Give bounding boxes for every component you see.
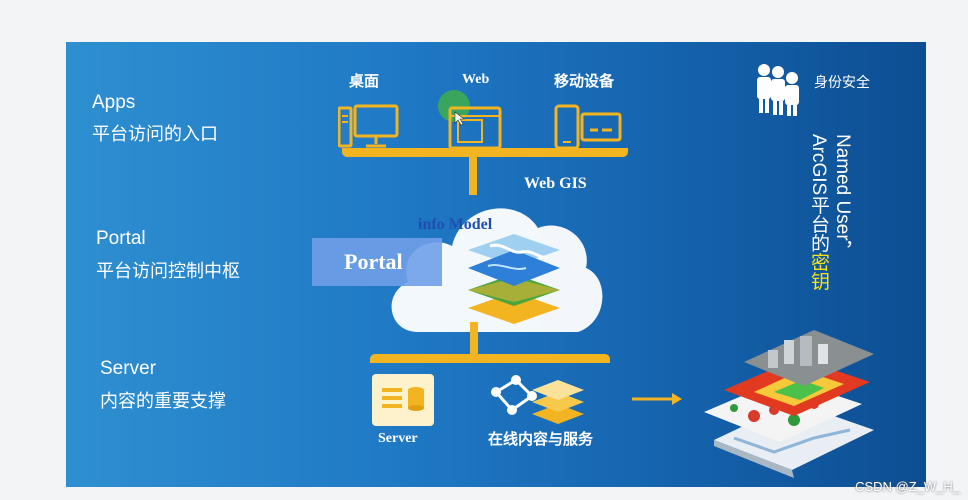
map-stack-image: [704, 330, 874, 478]
server-subtitle: 内容的重要支撑: [100, 391, 226, 412]
named-user-line2: ArcGIS平台的: [808, 134, 829, 253]
named-user-text: Named User， ArcGIS平台的密钥: [806, 134, 854, 290]
desktop-icon: [338, 104, 399, 148]
server-vertical-connector: [470, 322, 478, 358]
apps-connector-bar: [342, 148, 628, 157]
named-user-highlight: 密钥: [808, 252, 829, 291]
mobile-devices-icon: [554, 104, 622, 150]
apps-title: Apps: [92, 92, 136, 113]
server-title: Server: [100, 358, 156, 379]
named-user-line1: Named User，: [832, 134, 853, 260]
web-browser-icon: [438, 90, 502, 150]
portal-box-label: Portal: [344, 249, 403, 274]
arrow-right-icon: [632, 393, 682, 405]
identity-security-label: 身份安全: [814, 75, 870, 91]
map-layers-icon: [468, 234, 560, 324]
info-model-label: info Model: [418, 216, 493, 233]
server-connector-bar: [370, 354, 610, 363]
portal-subtitle: 平台访问控制中枢: [96, 261, 240, 282]
web-label: Web: [462, 72, 490, 87]
web-gis-label: Web GIS: [524, 175, 587, 192]
apps-subtitle: 平台访问的入口: [92, 124, 218, 145]
content-services-icon: [491, 375, 584, 424]
server-label: Server: [378, 431, 418, 446]
desktop-label: 桌面: [349, 74, 380, 90]
presentation-slide: Apps 平台访问的入口 Portal 平台访问控制中枢 Server 内容的重…: [66, 42, 926, 487]
mobile-label: 移动设备: [554, 74, 615, 90]
users-icon: [757, 64, 799, 116]
server-database-icon: [372, 374, 434, 426]
portal-box: [312, 238, 442, 286]
csdn-watermark: CSDN @Z_W_H_: [855, 479, 960, 494]
content-services-label: 在线内容与服务: [488, 430, 594, 448]
apps-vertical-connector: [469, 157, 477, 195]
portal-title: Portal: [96, 228, 146, 249]
